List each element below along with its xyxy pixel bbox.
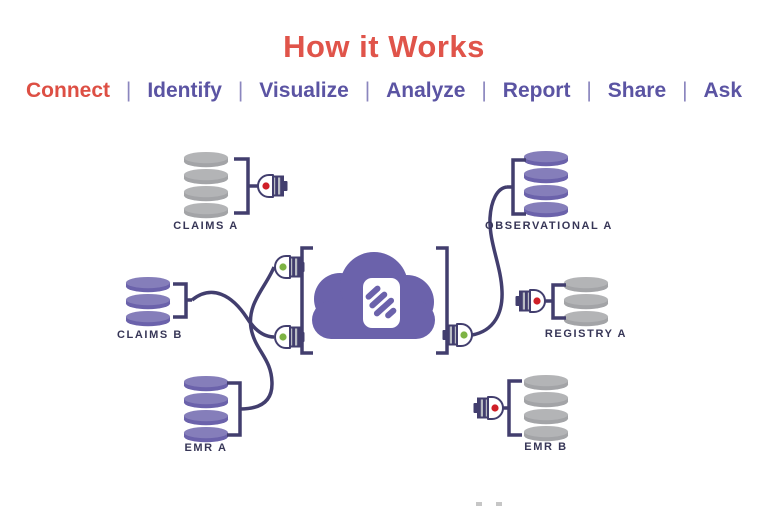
nav-separator: | (682, 79, 688, 102)
observational-a-bracket (511, 158, 526, 216)
cloud-plug-icon-connected-bottom (274, 325, 306, 349)
claims-b-node (126, 277, 192, 326)
claims-a-node (184, 152, 289, 218)
nav-separator: | (364, 79, 371, 102)
emr-b-label: EMR B (524, 441, 568, 453)
nav-separator: | (586, 79, 592, 102)
claims-a-database-icon (184, 152, 228, 218)
claims-b-cable (190, 290, 275, 339)
claims-a-plug-icon-disconnected (257, 174, 289, 198)
nav-item-analyze[interactable]: Analyze (386, 79, 466, 102)
observational-a-database-icon (524, 151, 568, 217)
cloud-plug-icon-connected-right (441, 323, 473, 347)
nav-item-visualize[interactable]: Visualize (259, 79, 349, 102)
claims-b-label: CLAIMS B (117, 329, 183, 341)
nav-item-ask[interactable]: Ask (703, 79, 742, 102)
emr-a-label: EMR A (184, 442, 228, 454)
registry-a-label: REGISTRY A (544, 328, 628, 340)
emr-a-cable (239, 266, 276, 411)
claims-a-bracket (234, 157, 250, 215)
registry-a-plug-icon-disconnected (514, 289, 546, 313)
claims-b-database-icon (126, 277, 170, 326)
registry-a-database-icon (564, 277, 608, 326)
emr-a-node (184, 376, 242, 442)
cutoff-text-fragment (476, 502, 482, 506)
observational-a-node (507, 151, 568, 217)
nav-item-connect[interactable]: Connect (26, 79, 110, 102)
emr-b-node (472, 375, 569, 441)
cutoff-text-fragment (496, 502, 502, 506)
nav-item-share[interactable]: Share (607, 79, 667, 102)
nav-item-report[interactable]: Report (502, 79, 571, 102)
observational-a-cable (471, 185, 508, 337)
emr-b-bracket (507, 379, 522, 437)
emr-b-database-icon (524, 375, 568, 441)
emr-a-database-icon (184, 376, 228, 442)
nav-separator: | (481, 79, 487, 102)
nav-separator: | (125, 79, 132, 102)
page-title: How it Works (283, 28, 485, 64)
how-it-works-nav: Connect | Identify | Visualize | Analyze… (0, 79, 768, 103)
emr-a-bracket (227, 381, 242, 437)
emr-b-plug-icon-disconnected (472, 396, 504, 420)
cloud-logo-icon (363, 278, 400, 328)
nav-item-identify[interactable]: Identify (147, 79, 222, 102)
cloud-plug-icon-connected-top (274, 255, 306, 279)
claims-b-bracket (173, 282, 188, 319)
observational-a-label: OBSERVATIONAL A (485, 220, 613, 232)
cloud-left-bracket (300, 246, 313, 355)
nav-separator: | (237, 79, 244, 102)
cloud-right-bracket (436, 246, 449, 355)
cloud-hub (274, 246, 473, 355)
registry-a-node (514, 277, 609, 326)
claims-a-label: CLAIMS A (173, 220, 239, 232)
